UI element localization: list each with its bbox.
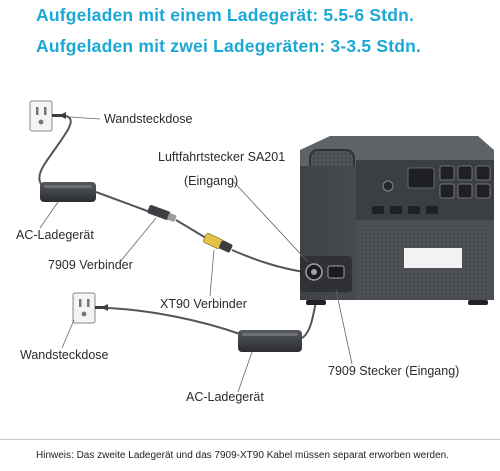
label-airline-plug: Luftfahrtstecker SA201 — [158, 150, 286, 164]
label-wall-outlet-top: Wandsteckdose — [104, 112, 193, 126]
footnote-text: Hinweis: Das zweite Ladegerät und das 79… — [36, 450, 450, 461]
label-xt90-connector: XT90 Verbinder — [160, 297, 247, 311]
wall-outlet-bottom-icon — [72, 292, 108, 324]
footnote-bar: Hinweis: Das zweite Ladegerät und das 79… — [0, 439, 500, 471]
leader-outlet-top — [69, 116, 101, 120]
power-station-icon — [300, 136, 494, 305]
label-ac-charger-top: AC-Ladegerät — [16, 228, 94, 242]
label-airline-plug-input: (Eingang) — [184, 174, 239, 188]
cable-xt90-device — [231, 249, 305, 273]
headline-one-charger: Aufgeladen mit einem Ladegerät: 5.5-6 St… — [36, 5, 415, 25]
wall-outlet-top-icon — [29, 100, 66, 132]
cable-charger-top-out — [95, 191, 151, 213]
leader-ac-charger-top — [39, 201, 59, 229]
ac-charger-top-icon — [40, 182, 96, 202]
leader-xt90 — [209, 249, 215, 297]
leader-7909 — [119, 217, 157, 263]
cable-outlet-top — [38, 115, 72, 189]
headline-two-chargers: Aufgeladen mit zwei Ladegeräten: 3-3.5 S… — [36, 36, 422, 56]
leader-7909-stecker — [335, 289, 353, 365]
label-ac-charger-bottom: AC-Ladegerät — [186, 390, 264, 404]
cable-outlet-bottom — [107, 307, 241, 335]
label-wall-outlet-bottom: Wandsteckdose — [20, 348, 109, 362]
cable-7909-xt90 — [175, 219, 207, 239]
connector-7909-icon — [147, 205, 177, 222]
label-connector-7909: 7909 Verbinder — [48, 258, 133, 272]
leader-sa201 — [231, 179, 309, 263]
ac-charger-bottom-icon — [238, 330, 302, 352]
leader-outlet-bottom — [61, 319, 75, 349]
xt90-connector-icon — [202, 232, 233, 253]
leader-ac-charger-bottom — [237, 351, 253, 393]
label-plug-7909-input: 7909 Stecker (Eingang) — [328, 364, 460, 378]
